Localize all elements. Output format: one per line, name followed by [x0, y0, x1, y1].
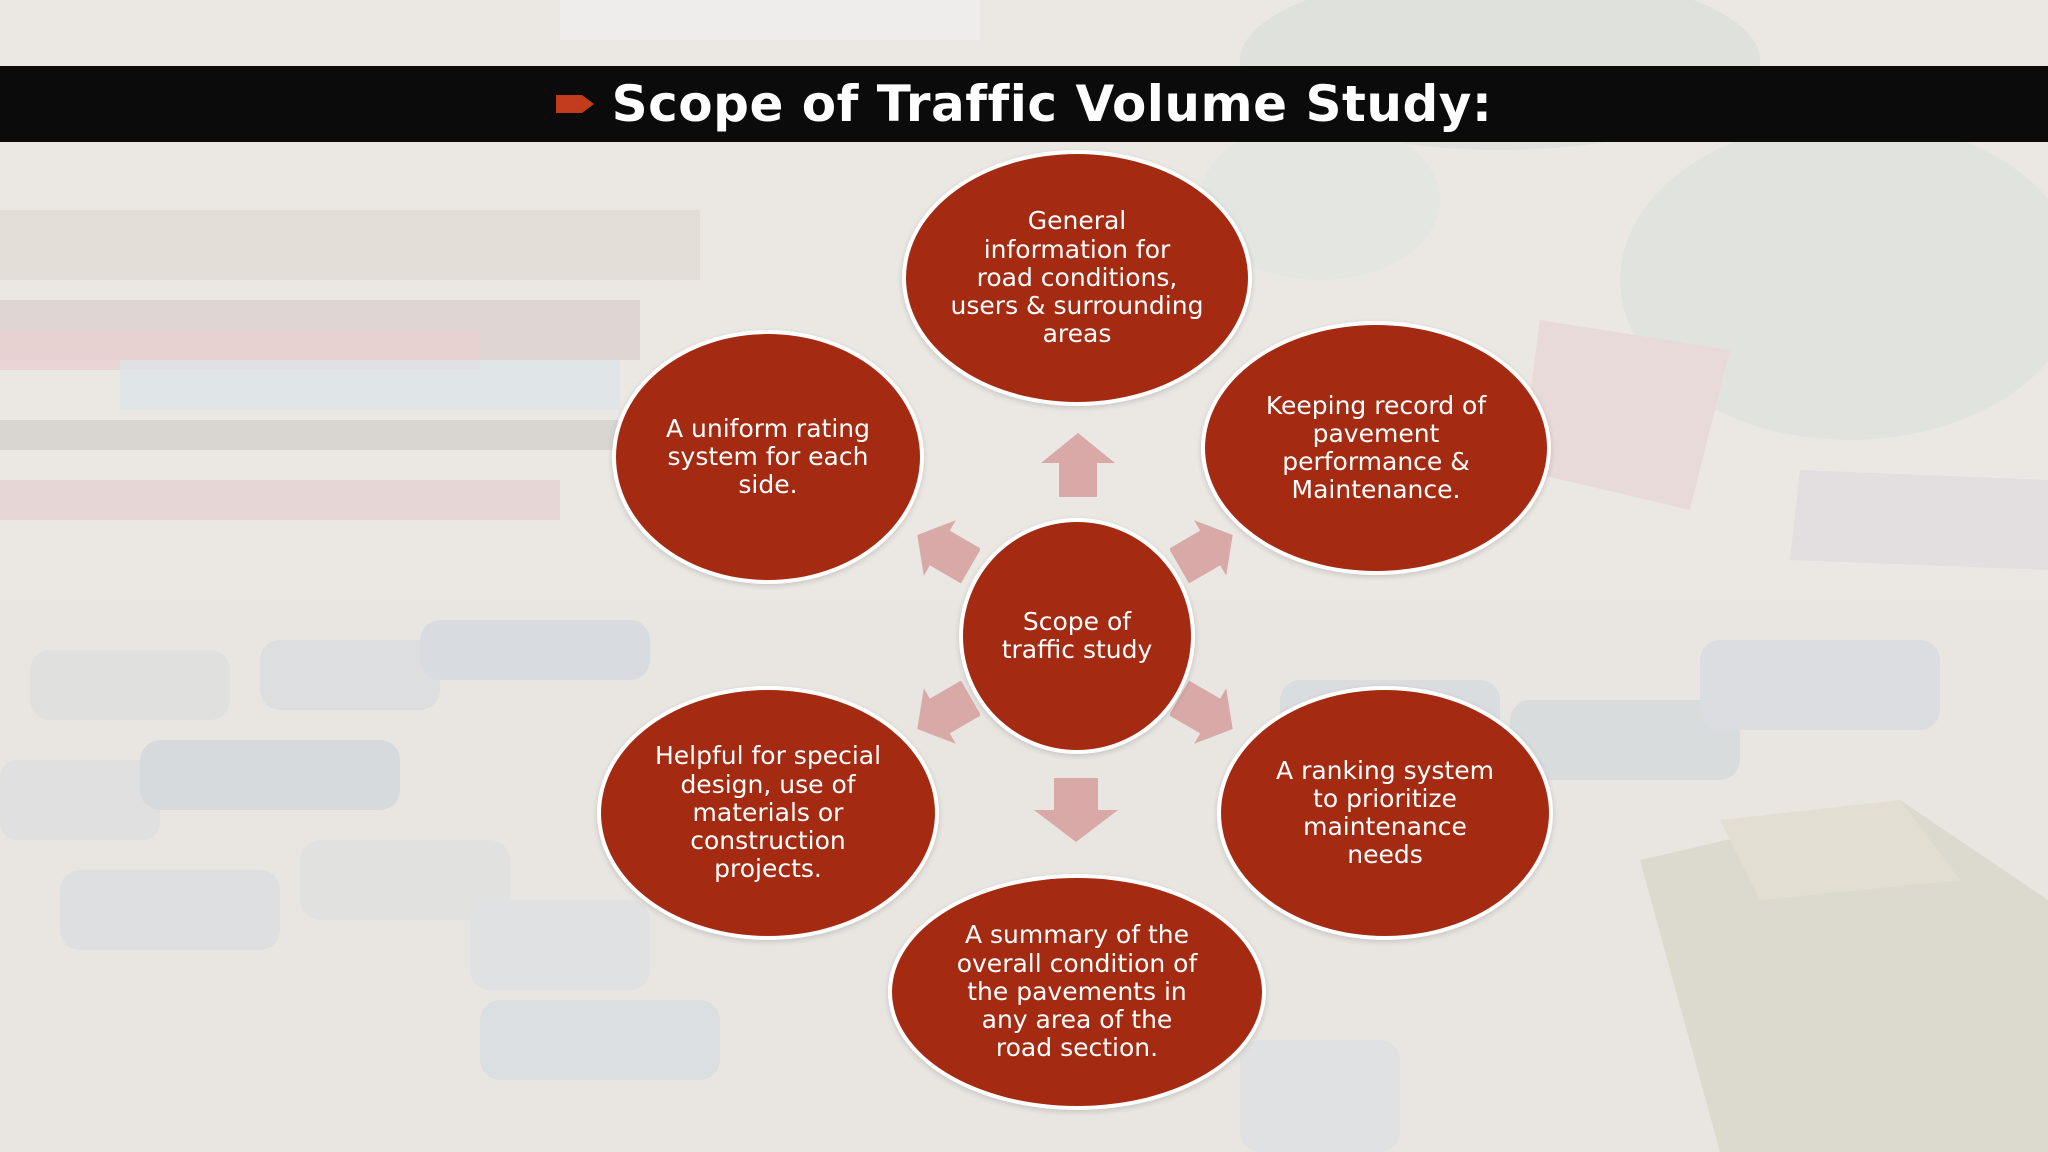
arrow-lower-left-connector [910, 678, 980, 748]
node-lower-left-label: Helpful for special design, use of mater… [655, 742, 881, 883]
node-bottom: A summary of the overall condition of th… [888, 874, 1266, 1110]
arrow-up-connector [1041, 433, 1115, 497]
node-upper-left: A uniform rating system for each side. [612, 330, 924, 584]
center-node: Scope of traffic study [959, 518, 1195, 754]
node-bottom-label: A summary of the overall condition of th… [957, 921, 1198, 1062]
node-lower-right: A ranking system to prioritize maintenan… [1217, 686, 1553, 940]
node-lower-right-label: A ranking system to prioritize maintenan… [1276, 757, 1494, 870]
arrow-upper-right-connector [1170, 516, 1240, 586]
node-upper-right: Keeping record of pavement performance &… [1201, 321, 1551, 575]
node-upper-left-label: A uniform rating system for each side. [666, 415, 870, 500]
node-upper-right-label: Keeping record of pavement performance &… [1266, 392, 1486, 505]
node-lower-left: Helpful for special design, use of mater… [597, 686, 939, 940]
arrow-upper-left-connector [910, 516, 980, 586]
arrow-down-connector [1034, 778, 1118, 842]
node-top-label: General information for road conditions,… [951, 207, 1204, 348]
center-node-label: Scope of traffic study [1002, 608, 1153, 665]
node-top: General information for road conditions,… [902, 150, 1252, 406]
